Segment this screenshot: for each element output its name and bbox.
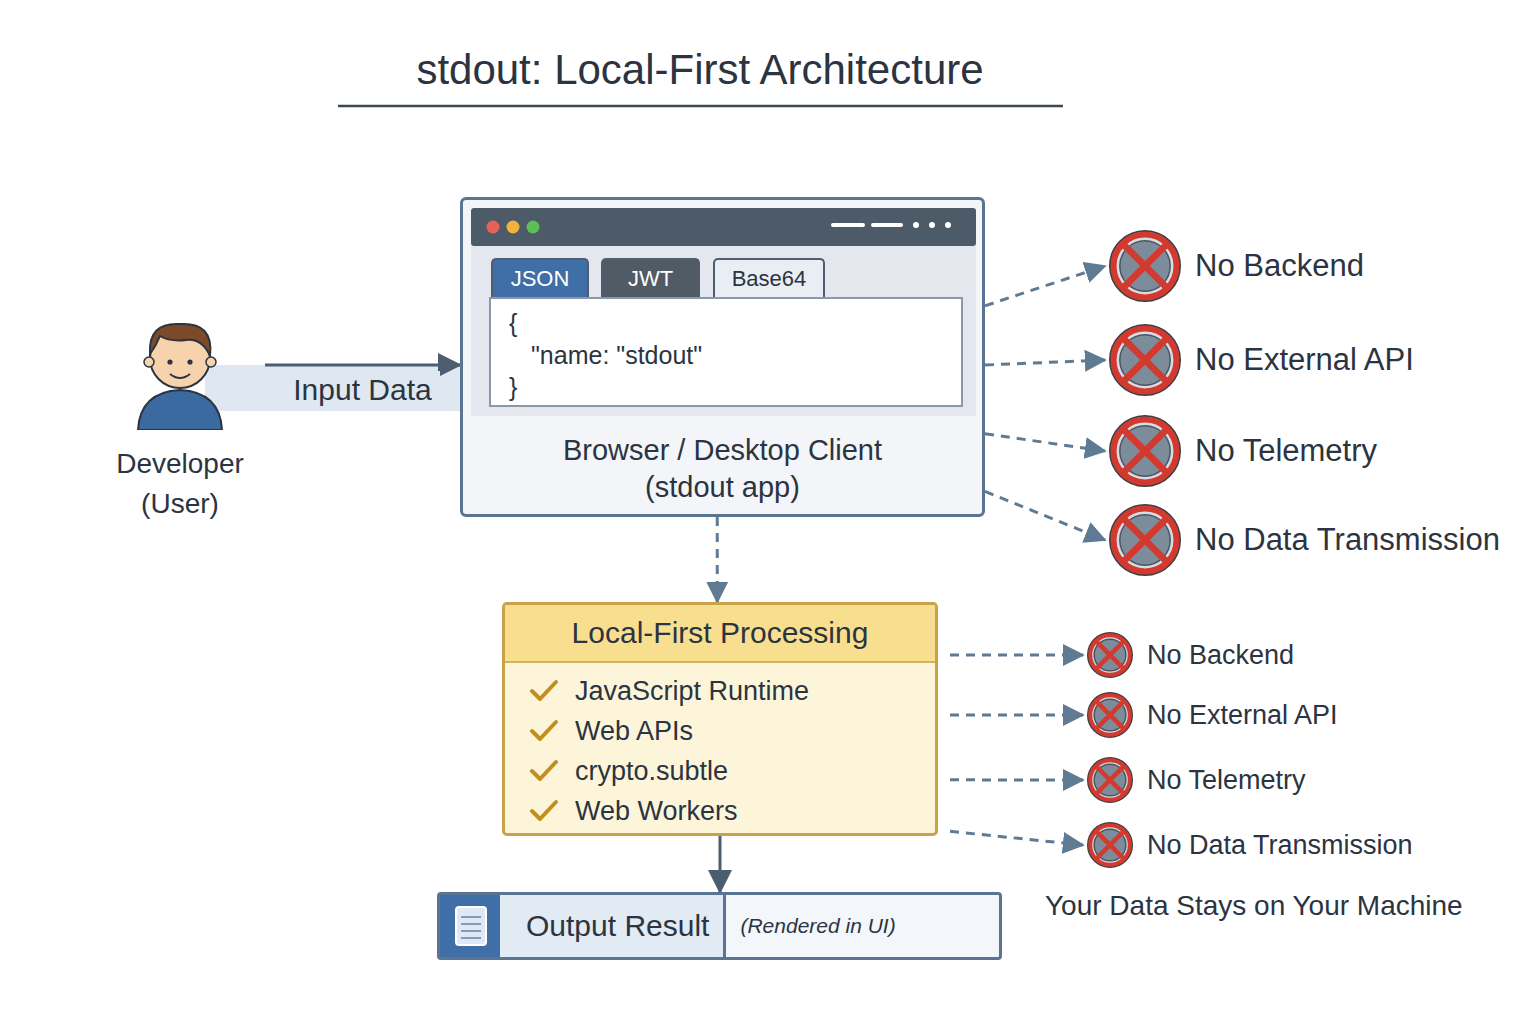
input-band [205,365,460,411]
dashed-arrow [716,517,719,602]
node-label: No External API [1105,342,1414,378]
dashed-arrow [950,714,1083,717]
tab: JSON [491,258,589,298]
node-label: No Backend [1083,640,1294,671]
user-figure: Developer (User) [95,312,265,527]
code-line: "name: "stdout" [491,339,961,371]
node-label: JWT [628,266,673,292]
dashed-arrow [985,434,1105,451]
node-label: JSON [511,266,570,292]
tab: Base64 [713,258,825,298]
dashed-arrow [950,653,1083,656]
blocked-item: No External API [1105,329,1505,391]
check-mark [529,678,559,704]
flow-arrow [719,836,722,892]
node-label: Base64 [732,266,807,292]
blocked-item: No Backend [1083,630,1443,680]
node-label: No Telemetry [1105,433,1377,469]
blocked-item: No Data Transmission [1083,820,1463,870]
check-mark [529,718,559,744]
code-line: } [491,371,961,403]
feature-item: crypto.subtle [505,751,935,791]
node-label: Browser / Desktop Client (stdout app) [463,432,982,506]
feature-item: Web APIs [505,711,935,751]
check-mark [529,798,559,824]
dashed-arrow [950,778,1083,781]
node-label: No Backend [1105,248,1364,284]
blocked-icon [1107,228,1183,304]
blocked-icon [1107,502,1183,578]
node-label: Developer (User) [105,444,255,524]
blocked-item: No Backend [1105,235,1505,297]
footer-note: Your Data Stays on Your Machine [1045,890,1463,922]
dashed-arrow [985,491,1105,540]
client-window: Browser / Desktop Client (stdout app) JSO… [460,197,985,517]
tab: JWT [601,258,700,298]
blocked-icon [1107,413,1183,489]
output-box: Output Result(Rendered in UI) [437,892,1002,960]
code-editor: {"name: "stdout"} [489,297,963,407]
check-mark [529,758,559,784]
blocked-icon [1085,690,1135,740]
edge-label: Input Data [285,371,439,409]
box-heading: Local-First Processing [505,605,935,663]
title-underline [338,105,1063,108]
node-label: No Data Transmission [1083,830,1413,861]
feature-item: JavaScript Runtime [505,671,935,711]
blocked-item: No Telemetry [1083,755,1443,805]
process-box: Local-First ProcessingJavaScript Runtime… [502,602,938,836]
window-titlebar [471,208,976,246]
blocked-icon [1085,630,1135,680]
blocked-icon [1107,322,1183,398]
blocked-item: No External API [1083,690,1443,740]
node-label: No Data Transmission [1105,522,1500,558]
dashed-arrow [985,360,1105,365]
flow-arrow [265,364,460,367]
box-note: (Rendered in UI) [726,895,895,957]
node-label: No Telemetry [1083,765,1306,796]
blocked-icon [1085,755,1135,805]
dashed-arrow [985,266,1105,306]
blocked-icon [1085,820,1135,870]
document-icon [440,895,500,957]
blocked-item: No Telemetry [1105,420,1505,482]
blocked-item: No Data Transmission [1105,509,1515,571]
feature-item: Web Workers [505,791,935,831]
node-label: No External API [1083,700,1338,731]
diagram-title: stdout: Local-First Architecture [330,46,1070,94]
code-line: { [491,307,961,339]
person-icon [130,312,230,430]
dashed-arrow [950,831,1083,845]
